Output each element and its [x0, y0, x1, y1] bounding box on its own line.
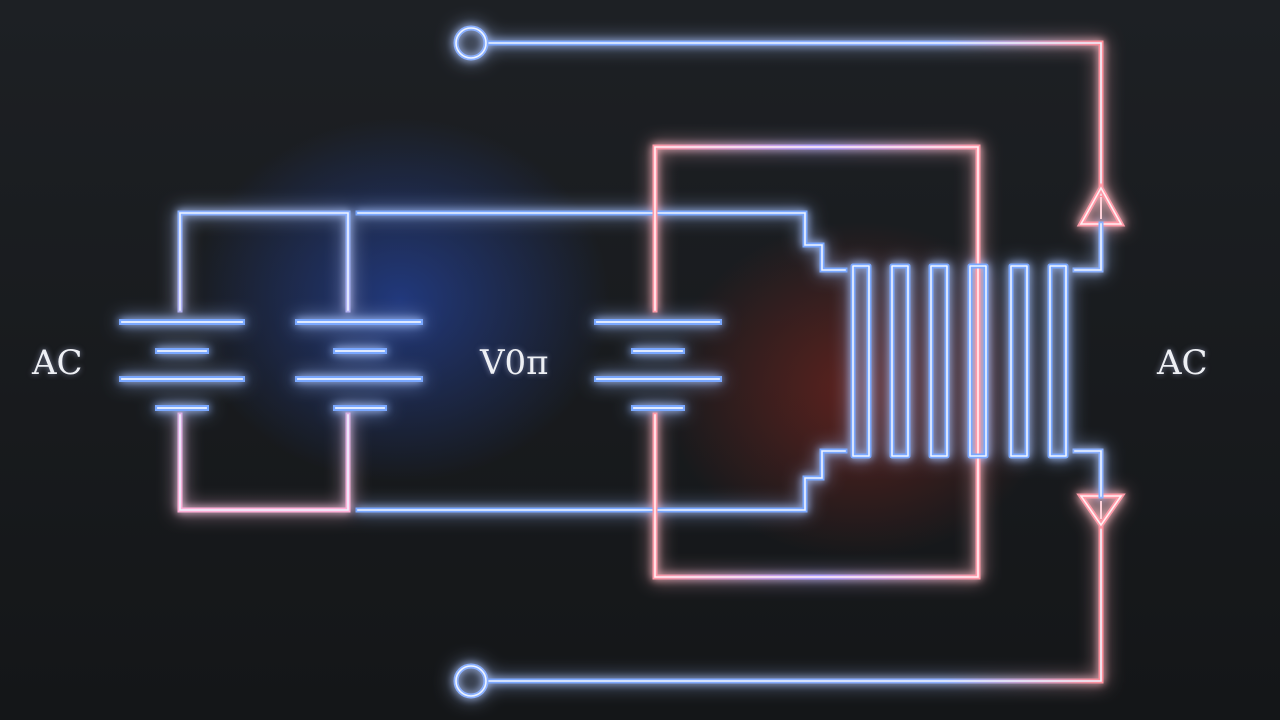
middle-source-label: V0π	[480, 343, 549, 383]
bottom-terminal-icon	[453, 663, 489, 699]
battery-cell-3	[594, 319, 722, 411]
top-terminal-icon	[453, 25, 489, 61]
bottom-bus-wire	[355, 448, 848, 513]
left-source-label: AC	[32, 343, 83, 383]
top-output-wire	[484, 40, 1104, 198]
battery-cell-2	[295, 319, 423, 411]
battery-cell-1	[119, 319, 245, 411]
top-bus-wire	[355, 210, 848, 273]
coil-plates	[850, 263, 1069, 459]
coil-loop	[652, 144, 981, 580]
left-battery-enclosure	[177, 210, 351, 513]
up-arrow-icon	[1072, 182, 1126, 273]
right-output-label: AC	[1157, 343, 1208, 383]
bottom-output-wire	[484, 519, 1104, 684]
down-arrow-icon	[1072, 448, 1126, 530]
